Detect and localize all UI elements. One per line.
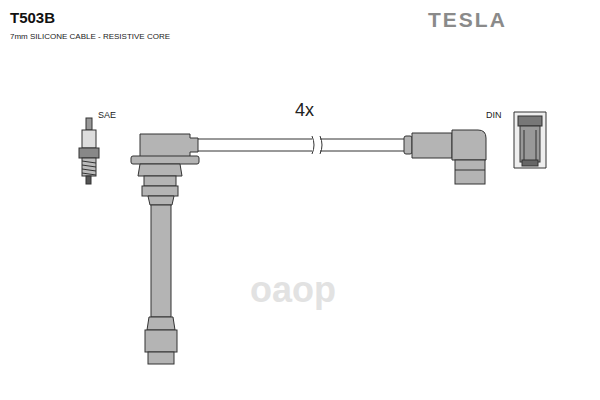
ignition-cable xyxy=(198,136,405,154)
terminal-standard: DIN xyxy=(486,111,502,121)
plug-standard: SAE xyxy=(98,111,116,121)
brand-logo: TESLA xyxy=(428,8,507,31)
part-number: T503B xyxy=(10,10,55,27)
watermark: оаор xyxy=(250,270,336,310)
cable-note: 7mm SILICONE CABLE - RESISTIVE CORE xyxy=(10,33,170,42)
spark-plug-icon xyxy=(79,118,99,184)
coil-boot xyxy=(404,130,486,184)
din-terminal-icon xyxy=(514,112,546,168)
spark-plug-boot xyxy=(131,134,199,364)
quantity: 4x xyxy=(295,101,314,121)
